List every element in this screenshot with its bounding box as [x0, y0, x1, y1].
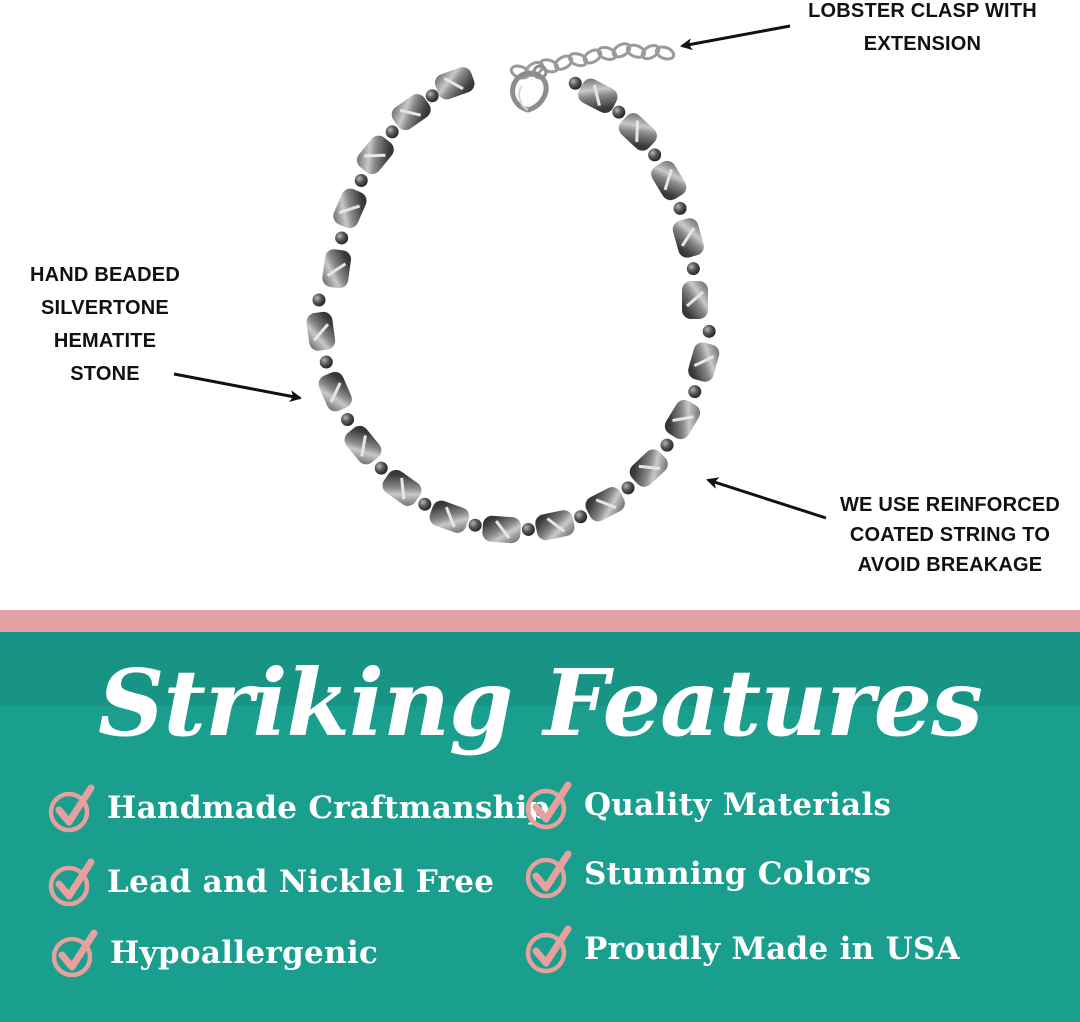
spacer-bead: [574, 510, 588, 524]
spacer-bead: [521, 522, 535, 536]
callout-line: HEMATITE: [53, 330, 157, 352]
bead-highlight: [312, 323, 330, 342]
spacer-bead: [335, 231, 349, 245]
feature-item: Lead and Nicklel Free: [45, 854, 494, 910]
spacer-bead: [341, 413, 355, 427]
spacer-bead: [354, 173, 368, 187]
string-arrow: [706, 477, 827, 520]
bead-highlight: [592, 84, 601, 107]
bead-highlight: [338, 204, 361, 214]
spacer-bead: [468, 518, 482, 532]
pink-divider-band: [0, 610, 1080, 632]
chain-link: [582, 48, 603, 65]
spacer-bead: [612, 105, 626, 119]
bead-highlight: [329, 382, 342, 403]
spacer-bead: [686, 262, 700, 276]
callout-hematite-stone: HAND BEADED SILVERTONE HEMATITE STONE: [15, 259, 195, 391]
heading-band: [0, 632, 1080, 706]
callout-line: WE USE REINFORCED: [839, 494, 1061, 516]
callout-line: SILVERTONE: [41, 297, 169, 319]
spacer-bead: [425, 89, 439, 103]
bead-highlight: [693, 355, 715, 368]
spacer-bead: [385, 125, 399, 139]
bead-highlight: [364, 153, 386, 158]
bead-highlight: [638, 464, 661, 470]
callout-line: LOBSTER CLASP WITH: [808, 0, 1037, 22]
spacer-bead: [418, 497, 432, 511]
feature-item: Handmade Craftmanship: [45, 780, 550, 836]
feature-label: Hypoallergenic: [110, 935, 379, 971]
bracelet-illustration: [173, 24, 827, 544]
bead-highlight: [680, 227, 696, 247]
features-heading: Striking Features: [98, 649, 983, 757]
chain-link: [625, 43, 647, 59]
chain-link: [553, 54, 574, 71]
checkmark-circle-icon: [522, 921, 578, 977]
bead-highlight: [546, 517, 566, 533]
bead-highlight: [399, 108, 422, 117]
bead-highlight: [672, 415, 694, 422]
callout-line: AVOID BREAKAGE: [857, 554, 1043, 576]
checkmark-circle-icon: [522, 777, 578, 833]
spacer-bead: [319, 355, 333, 369]
feature-label: Quality Materials: [584, 787, 892, 823]
checkmark-circle-icon: [45, 780, 101, 836]
checkmark-circle-icon: [522, 846, 578, 902]
bead-highlight: [400, 477, 406, 500]
lobster-clasp: [510, 64, 549, 113]
stone-arrow: [173, 372, 302, 403]
spacer-bead: [660, 438, 674, 452]
callout-reinforced-string: WE USE REINFORCED COATED STRING TO AVOID…: [830, 490, 1070, 580]
spacer-bead: [374, 461, 388, 475]
bead-highlight: [494, 520, 511, 539]
callout-line: EXTENSION: [863, 33, 982, 55]
feature-item: Proudly Made in USA: [522, 921, 960, 977]
spacer-bead: [648, 148, 662, 162]
bead-highlight: [360, 435, 367, 457]
bead-highlight: [444, 506, 456, 528]
callout-line: COATED STRING TO: [849, 524, 1051, 546]
bead-highlight: [686, 290, 704, 308]
feature-label: Handmade Craftmanship: [107, 790, 550, 826]
callout-line: STONE: [70, 363, 140, 385]
spacer-bead: [568, 76, 582, 90]
checkmark-circle-icon: [48, 925, 104, 981]
bead-highlight: [595, 498, 617, 510]
callout-line: HAND BEADED: [30, 264, 180, 286]
bead-highlight: [443, 77, 464, 91]
bead-highlight: [663, 169, 673, 191]
callout-lobster-clasp: LOBSTER CLASP WITH EXTENSION: [800, 0, 1045, 61]
feature-label: Proudly Made in USA: [584, 931, 960, 967]
spacer-bead: [621, 481, 635, 495]
chain-link: [654, 45, 676, 61]
feature-item: Hypoallergenic: [48, 925, 378, 981]
bead-highlight: [635, 120, 639, 142]
spacer-bead: [673, 201, 687, 215]
feature-label: Lead and Nicklel Free: [107, 864, 495, 900]
feature-label: Stunning Colors: [584, 856, 872, 892]
spacer-bead: [702, 324, 716, 338]
feature-item: Stunning Colors: [522, 846, 871, 902]
bead-highlight: [326, 262, 347, 277]
feature-item: Quality Materials: [522, 777, 891, 833]
checkmark-circle-icon: [45, 854, 101, 910]
clasp-arrow: [680, 24, 791, 51]
spacer-bead: [688, 385, 702, 399]
spacer-bead: [312, 293, 326, 307]
